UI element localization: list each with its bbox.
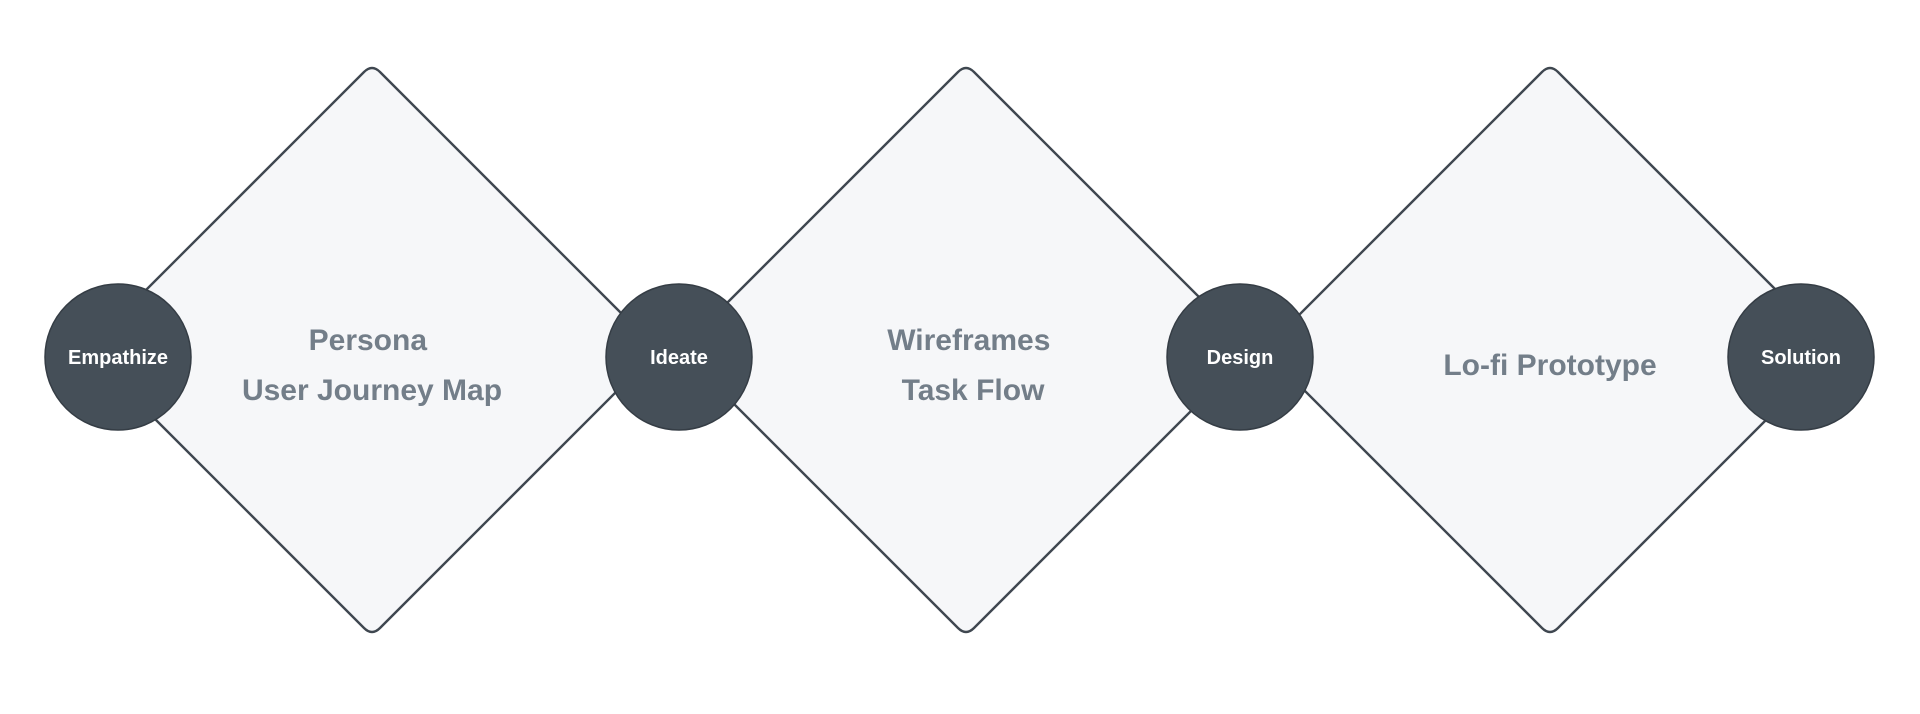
node-empathize-label: Empathize (68, 347, 168, 369)
node-design: Design (1166, 283, 1314, 431)
node-ideate-circle (605, 283, 753, 431)
phase-2-text: Wireframes Task Flow (887, 324, 1058, 407)
node-ideate: Ideate (605, 283, 753, 431)
phase-2-line-2: Task Flow (902, 374, 1045, 407)
phase-1-line-1: Persona (309, 324, 428, 357)
phase-3-text: Lo-fi Prototype (1443, 349, 1656, 382)
phase-2-line-1: Wireframes (887, 324, 1050, 357)
phase-1-line-2: User Journey Map (242, 374, 502, 407)
node-ideate-label: Ideate (650, 347, 708, 369)
node-solution-circle (1727, 283, 1875, 431)
node-empathize-circle (44, 283, 192, 431)
phase-1-text: Persona User Journey Map (242, 324, 502, 407)
node-solution: Solution (1727, 283, 1875, 431)
node-empathize: Empathize (44, 283, 192, 431)
node-design-circle (1166, 283, 1314, 431)
node-solution-label: Solution (1761, 347, 1841, 369)
phase-3-line-1: Lo-fi Prototype (1443, 349, 1656, 382)
node-design-label: Design (1207, 347, 1274, 369)
